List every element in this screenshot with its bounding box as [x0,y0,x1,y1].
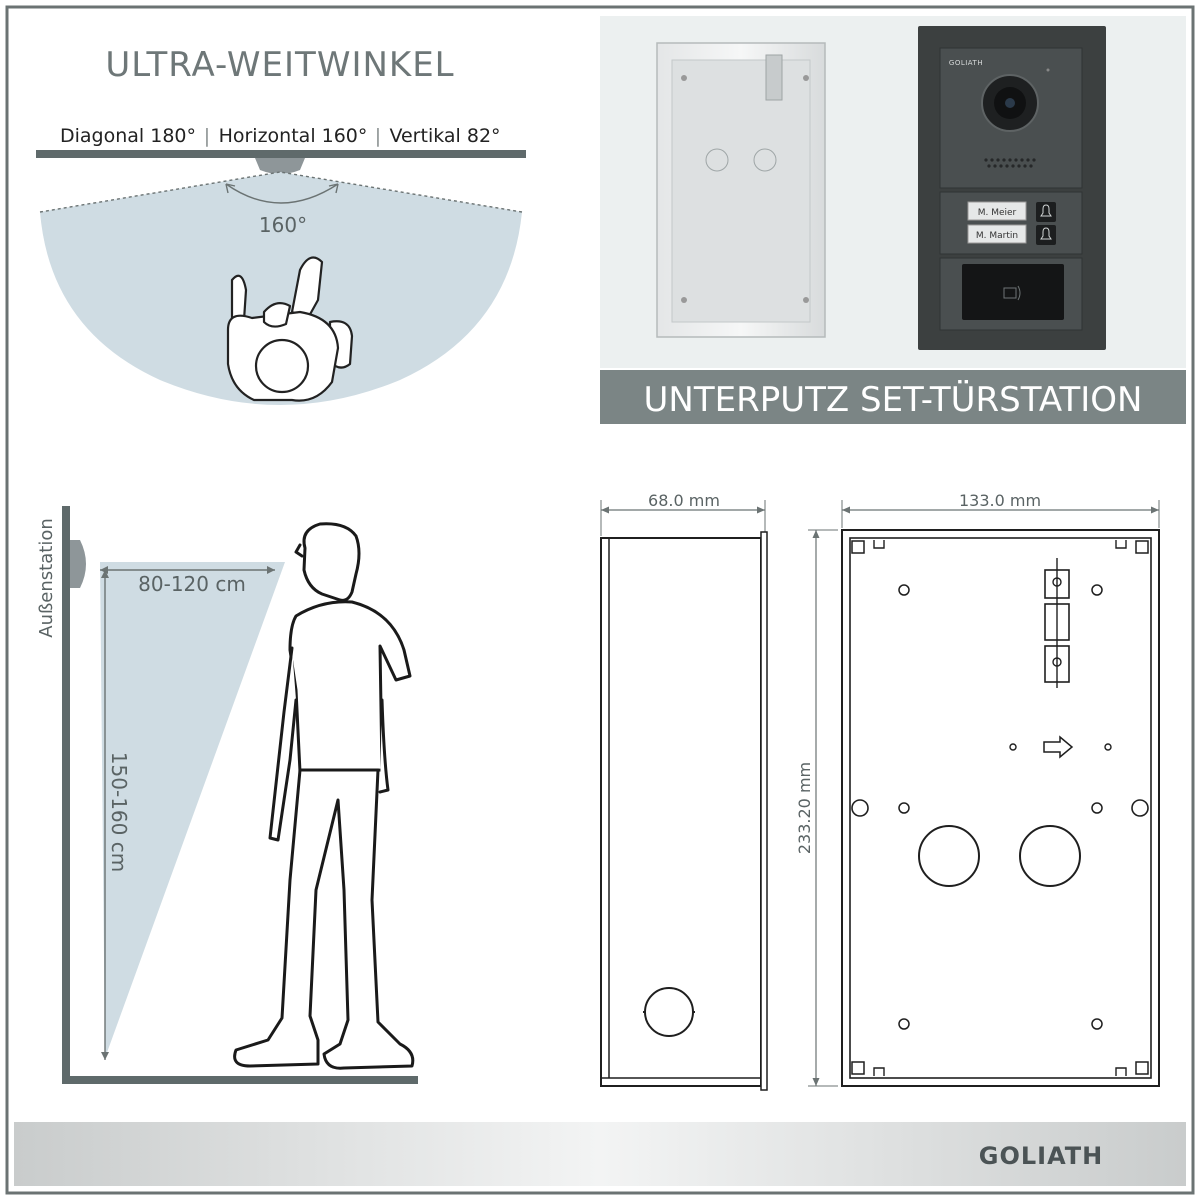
door-station-brand: GOLIATH [949,59,983,67]
person-topview-icon [226,256,354,402]
wall-bar [36,150,526,158]
station-label: Außenstation [36,518,57,638]
bell-icon [1040,204,1052,217]
angle-arc [225,183,339,204]
box-side-view [600,537,762,1087]
nameplate-1: M. Meier [978,208,1017,218]
speaker-grille-icon [984,158,1036,168]
product-banner-text: UNTERPUTZ SET-TÜRSTATION [644,379,1143,420]
rfid-reader [962,264,1064,320]
arc-arrow-left-icon [225,183,236,194]
mounting-panel: Außenstation 80-120 cm 150-160 cm [36,506,418,1084]
box-front-view [841,529,1160,1087]
spec-separator-2: | [375,125,381,147]
width-label: 133.0 mm [959,491,1041,510]
station-side-icon [70,540,86,588]
cone-edge-right [279,171,523,213]
box-side-flange [760,531,768,1091]
footer-bar [14,1122,1186,1186]
box-height-label: 233.20 mm [795,762,814,854]
view-cone [40,172,522,405]
cone-edge-left [39,171,281,213]
backbox-photo [656,42,826,338]
wide-angle-panel: ULTRA-WEITWINKEL Diagonal 180° | Horizon… [36,45,526,405]
direction-arrow-icon [1043,735,1074,759]
spec-separator-1: | [204,125,210,147]
vertical-view-cone [100,562,285,1058]
spec-diagonal: Diagonal 180° [60,125,196,147]
nameplate-2: M. Martin [976,231,1018,241]
technical-drawing-panel: 68.0 mm 133.0 mm 233.20 mm [600,491,1160,1091]
height-label: 150-160 cm [107,752,131,872]
wide-angle-title: ULTRA-WEITWINKEL [105,45,454,85]
door-station-photo: GOLIATH M. Meier M. Martin [918,26,1106,350]
standing-man-icon [233,522,415,1070]
bell-button-1 [1036,202,1056,222]
arc-arrow-right-icon [328,183,339,194]
wall-line [62,506,70,1084]
spec-vertical: Vertikal 82° [389,125,500,147]
footer-brand: GOLIATH [979,1142,1104,1170]
floor-line [62,1076,418,1084]
bell-icon [1040,227,1052,240]
camera-top-icon [255,158,305,174]
angle-label: 160° [259,213,307,237]
distance-label: 80-120 cm [138,572,246,596]
product-banner [600,370,1186,424]
bell-button-2 [1036,225,1056,245]
rfid-icon [1003,285,1021,301]
depth-label: 68.0 mm [648,491,720,510]
spec-horizontal: Horizontal 160° [219,125,368,147]
product-panel: GOLIATH M. Meier M. Martin UNTERPUTZ SET… [600,16,1186,424]
